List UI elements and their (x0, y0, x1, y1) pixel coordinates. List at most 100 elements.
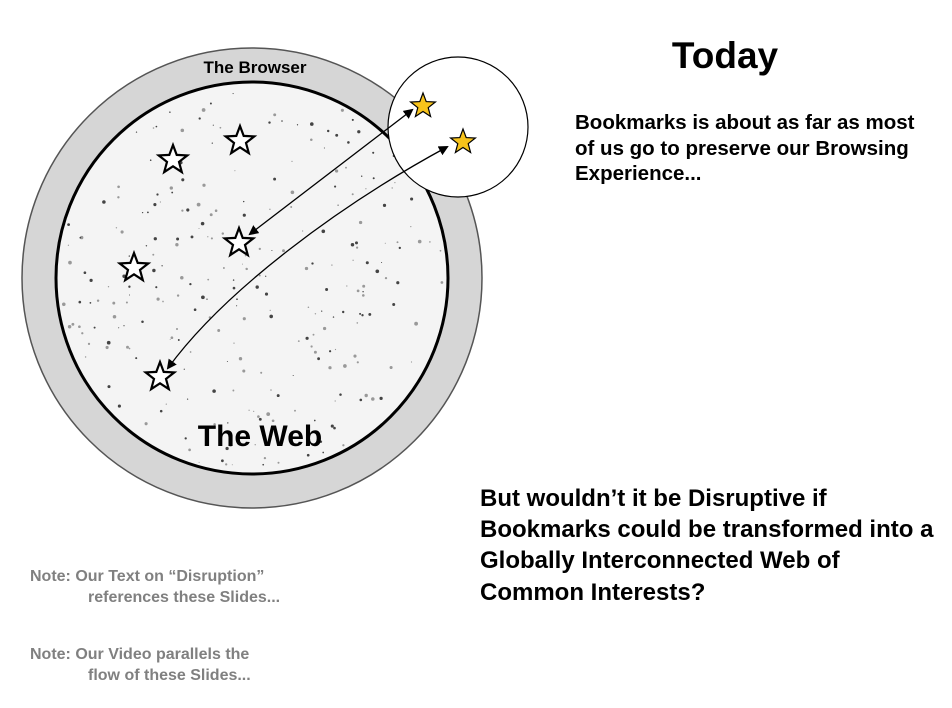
speckle-dot (254, 444, 256, 446)
speckle-dot (125, 301, 128, 304)
speckle-dot (188, 448, 191, 452)
speckle-dot (243, 200, 245, 203)
speckle-dot (343, 364, 347, 368)
speckle-dot (181, 209, 184, 212)
speckle-dot (180, 275, 184, 280)
speckle-dot (155, 125, 158, 128)
speckle-dot (126, 345, 129, 349)
speckle-dot (292, 374, 294, 377)
speckle-dot (273, 113, 277, 117)
speckle-dot (328, 366, 332, 370)
speckle-dot (276, 394, 280, 398)
speckle-dot (364, 393, 368, 398)
disruptive-question: But wouldn’t it be Disruptive if Bookmar… (480, 485, 934, 606)
speckle-dot (210, 237, 213, 240)
speckle-dot (213, 423, 216, 426)
speckle-dot (258, 274, 261, 277)
speckle-dot (352, 259, 354, 261)
speckle-dot (190, 235, 194, 239)
speckle-dot (219, 126, 222, 129)
speckle-dot (350, 243, 355, 247)
speckle-dot (273, 177, 277, 181)
speckle-dot (83, 271, 87, 275)
speckle-dot (361, 314, 364, 317)
speckle-dot (326, 129, 330, 133)
speckle-dot (270, 389, 272, 391)
speckle-dot (317, 357, 320, 361)
note-line: Note: Our Video parallels the (30, 646, 250, 663)
speckle-dot (165, 403, 167, 405)
speckle-dot (89, 278, 93, 282)
speckle-dot (214, 209, 218, 212)
speckle-dot (118, 327, 120, 329)
speckle-dot (342, 310, 345, 314)
speckle-dot (67, 223, 70, 226)
speckle-dot (357, 130, 361, 134)
speckle-dot (417, 239, 422, 244)
speckle-dot (334, 185, 337, 188)
speckle-dot (313, 350, 317, 354)
speckle-dot (149, 159, 152, 161)
speckle-dot (141, 320, 144, 323)
speckle-dot (80, 235, 84, 240)
speckle-dot (128, 294, 131, 296)
note-disruption-text: Note: Our Text on “Disruption” reference… (30, 567, 360, 609)
speckle-dot (207, 278, 210, 281)
speckle-dot (294, 409, 296, 412)
speckle-dot (359, 398, 363, 402)
speckle-dot (265, 275, 267, 277)
speckle-dot (159, 409, 163, 413)
speckle-dot (238, 357, 243, 361)
speckle-dot (183, 368, 185, 370)
speckle-dot (226, 360, 228, 363)
speckle-dot (389, 365, 393, 370)
speckle-dot (332, 316, 335, 318)
speckle-dot (198, 227, 200, 230)
speckle-dot (156, 193, 159, 196)
speckle-dot (181, 178, 185, 182)
speckle-dot (71, 322, 75, 326)
speckle-dot (153, 237, 157, 241)
speckle-dot (201, 295, 205, 300)
speckle-dot (211, 142, 213, 144)
speckle-dot (440, 281, 444, 284)
speckle-dot (156, 297, 160, 301)
speckle-dot (225, 463, 228, 466)
speckle-dot (232, 279, 235, 281)
speckle-dot (135, 131, 138, 133)
speckle-dot (258, 247, 261, 251)
speckle-dot (105, 345, 109, 350)
speckle-dot (325, 288, 329, 291)
speckle-dot (87, 342, 91, 346)
speckle-dot (314, 313, 317, 315)
star-filled-icon (448, 127, 478, 154)
speckle-dot (319, 440, 323, 443)
speckle-dot (322, 451, 325, 454)
speckle-dot (313, 419, 316, 422)
note-line: Note: Our Text on “Disruption” (30, 568, 265, 585)
speckle-dot (355, 246, 359, 249)
speckle-dot (186, 208, 190, 212)
speckle-dot (117, 185, 120, 189)
speckle-dot (141, 211, 144, 214)
speckle-dot (209, 213, 213, 217)
speckle-dot (396, 281, 400, 285)
speckle-dot (78, 325, 81, 329)
speckle-dot (410, 225, 412, 228)
speckle-dot (264, 292, 269, 296)
speckle-dot (346, 285, 348, 287)
speckle-dot (391, 187, 393, 189)
speckle-dot (201, 108, 206, 112)
speckle-dot (112, 315, 117, 319)
speckle-dot (198, 461, 200, 463)
speckle-dot (384, 276, 388, 280)
star-outline-icon (221, 224, 257, 258)
speckle-dot (67, 244, 70, 246)
speckle-dot (312, 333, 315, 336)
speckle-dot (372, 177, 375, 180)
speckle-dot (269, 314, 274, 319)
speckle-dot (361, 175, 363, 177)
speckle-dot (170, 336, 174, 340)
speckle-dot (189, 282, 192, 286)
speckle-dot (410, 197, 414, 201)
